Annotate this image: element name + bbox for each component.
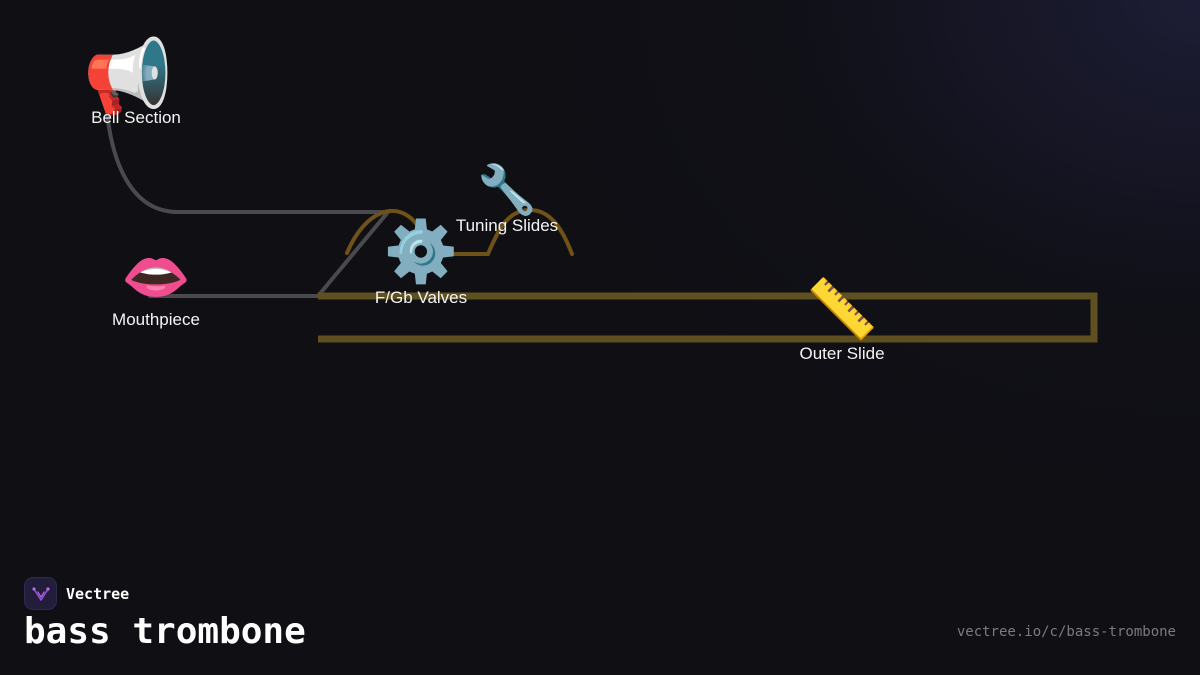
node-label: Outer Slide <box>799 344 885 363</box>
node-label: Tuning Slides <box>455 216 559 235</box>
vectree-logo-icon <box>24 577 57 610</box>
wrench-icon: 🔧 <box>477 162 537 218</box>
node-label: Bell Section <box>91 108 181 127</box>
node-mouthpiece[interactable]: 👄 Mouthpiece <box>112 250 200 330</box>
brand-name: Vectree <box>66 584 130 603</box>
tube-tuning-loop <box>345 207 574 256</box>
node-bell-section[interactable]: 📢 Bell Section <box>75 40 181 128</box>
node-label: F/Gb Valves <box>374 288 468 307</box>
page-title: bass trombone <box>24 611 306 652</box>
ruler-icon: 📏 <box>805 275 879 343</box>
gear-icon: ⚙️ <box>383 217 459 287</box>
page-url[interactable]: vectree.io/c/bass-trombone <box>956 624 1176 640</box>
megaphone-icon: 📢 <box>83 34 173 118</box>
node-outer-slide[interactable]: 📏 Outer Slide <box>799 280 884 364</box>
node-valves[interactable]: ⚙️ F/Gb Valves <box>375 222 467 308</box>
node-label: Mouthpiece <box>112 310 200 329</box>
node-tuning-slides[interactable]: 🔧 Tuning Slides <box>456 166 558 236</box>
lips-icon: 👄 <box>121 245 191 310</box>
tube-outer-slide <box>318 292 1098 343</box>
brand[interactable]: Vectree <box>24 577 129 610</box>
tube-bell-to-valves <box>105 110 393 298</box>
